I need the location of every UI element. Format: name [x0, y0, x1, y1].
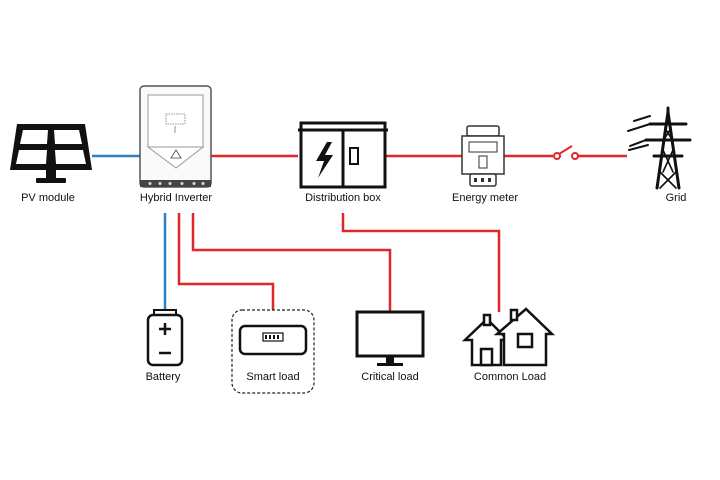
distribution-box-icon	[298, 121, 388, 189]
smart-load-label: Smart load	[246, 371, 300, 383]
inverter-to-critical-load-line	[191, 213, 392, 312]
critical-load-label: Critical load	[361, 371, 419, 383]
connections	[92, 154, 627, 312]
grid-label: Grid	[665, 192, 687, 204]
distribution-box-label: Distribution box	[305, 192, 381, 204]
pv-module-label: PV module	[21, 192, 75, 204]
house-icon	[461, 307, 556, 367]
inverter-icon	[139, 85, 212, 188]
battery-icon	[146, 309, 184, 367]
common-load-label: Common Load	[473, 371, 547, 383]
energy-meter-label: Energy meter	[451, 192, 519, 204]
monitor-icon	[355, 310, 425, 366]
inverter-to-smart-load-line	[177, 213, 275, 310]
energy-meter-icon	[461, 125, 505, 187]
switch-icon	[553, 145, 579, 160]
solar-panel-icon	[10, 124, 92, 183]
hybrid-inverter-label: Hybrid Inverter	[139, 192, 213, 204]
transmission-tower-icon	[627, 106, 692, 190]
distribution-to-common-load-line	[341, 213, 501, 312]
battery-label: Battery	[145, 371, 181, 383]
smart-load-icon	[231, 309, 315, 394]
